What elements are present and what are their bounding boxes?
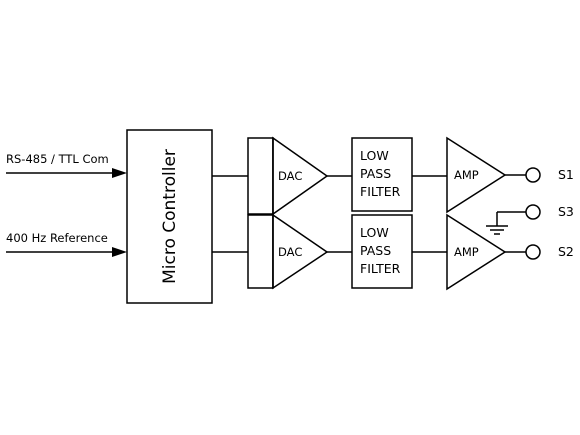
filter-bottom-line2: PASS (360, 243, 391, 258)
output-s1-terminal (525, 167, 541, 183)
filter-bottom-line3: FILTER (360, 261, 401, 276)
filter-top: LOW PASS FILTER (351, 137, 413, 212)
dac-bottom: DAC (247, 213, 329, 290)
dac-bottom-box (247, 214, 274, 289)
amp-bottom: AMP (446, 213, 507, 291)
filter-bottom-box (351, 214, 413, 289)
amp-top-triangle (446, 136, 507, 214)
dac-bottom-label: DAC (278, 245, 302, 259)
dac-top-box (247, 137, 274, 215)
input-rs485: RS-485 / TTL Com (6, 152, 127, 178)
amp-top-label: AMP (454, 168, 479, 182)
output-s2-label: S2 (558, 244, 574, 259)
filter-top-line3: FILTER (360, 184, 401, 199)
micro-controller-box (126, 129, 213, 304)
output-s1-label: S1 (558, 167, 574, 182)
dac-top-label: DAC (278, 169, 302, 183)
output-s3-label: S3 (558, 204, 574, 219)
output-s3-terminal (525, 204, 541, 220)
dac-top: DAC (247, 136, 329, 216)
filter-bottom-line1: LOW (360, 225, 389, 240)
micro-controller-label: Micro Controller (160, 149, 180, 284)
amp-bottom-triangle (446, 213, 507, 291)
ground-connection: S3 (486, 204, 574, 235)
ground-icon (486, 225, 508, 235)
filter-top-line2: PASS (360, 166, 391, 181)
micro-controller-block: Micro Controller (126, 129, 213, 304)
channel-bottom: DAC LOW PASS FILTER AMP S2 (212, 213, 574, 291)
amp-top: AMP (446, 136, 507, 214)
input-rs485-arrow (112, 168, 127, 178)
filter-top-box (351, 137, 413, 212)
amp-bottom-label: AMP (454, 245, 479, 259)
input-reference-arrow (112, 247, 127, 257)
input-reference-label: 400 Hz Reference (6, 231, 108, 245)
filter-bottom: LOW PASS FILTER (351, 214, 413, 289)
output-s2-terminal (525, 244, 541, 260)
input-reference: 400 Hz Reference (6, 231, 127, 257)
input-rs485-label: RS-485 / TTL Com (6, 152, 109, 166)
channel-top: DAC LOW PASS FILTER AMP S1 (212, 136, 574, 216)
filter-top-line1: LOW (360, 148, 389, 163)
